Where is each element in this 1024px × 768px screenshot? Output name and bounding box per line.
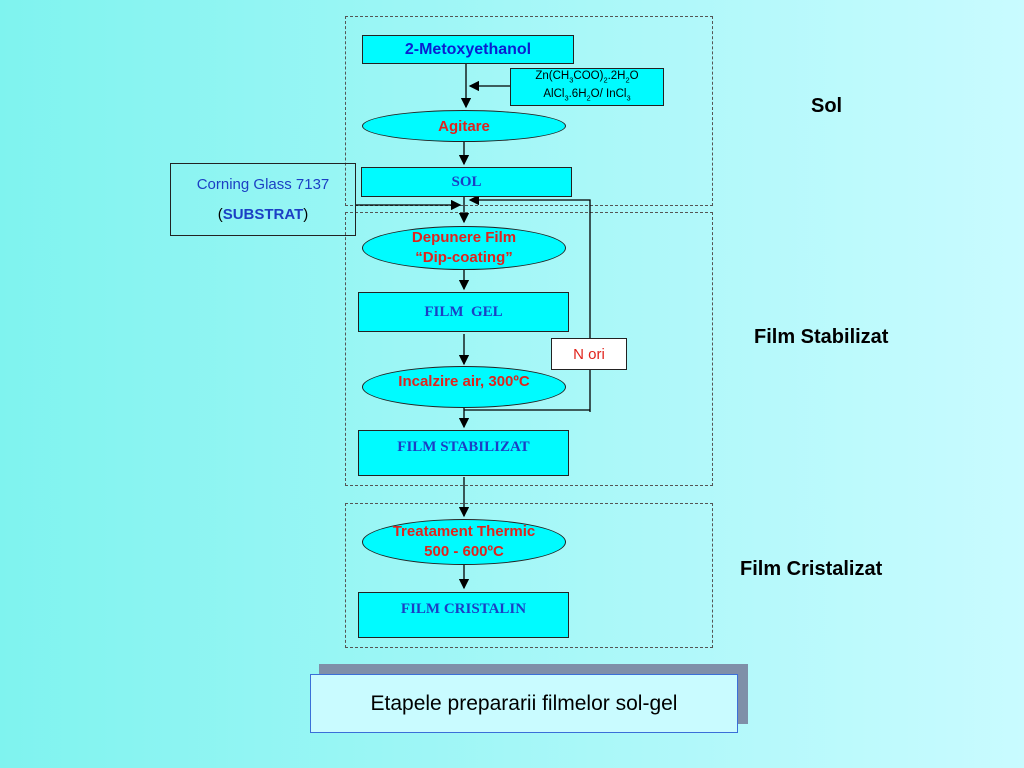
node-film-cristalin: FILM CRISTALIN: [358, 592, 569, 638]
node-film-gel-label: FILM GEL: [424, 303, 503, 320]
node-n-ori-label: N ori: [573, 345, 605, 363]
node-agitare: Agitare: [362, 110, 566, 142]
page-title: Etapele prepararii filmelor sol-gel: [370, 691, 678, 715]
stage-label-film-stabilizat: Film Stabilizat: [754, 326, 889, 348]
stage-label-sol: Sol: [811, 95, 843, 117]
node-n-ori: N ori: [551, 338, 627, 370]
stage-label-film-cristalizat: Film Cristalizat: [740, 558, 883, 580]
title-box: Etapele prepararii filmelor sol-gel: [310, 674, 738, 733]
node-film-stabilizat: FILM STABILIZAT: [358, 430, 569, 476]
node-incalzire-label: Incalzire air, 300ºC: [398, 372, 530, 390]
node-film-stabilizat-label: FILM STABILIZAT: [397, 438, 530, 455]
depunere-line-1: Depunere Film: [411, 229, 517, 246]
node-agitare-label: Agitare: [438, 117, 490, 135]
stage-frame-film-stabilizat: [345, 212, 713, 486]
node-precursor-salts: Zn(CH3COO)2.2H2O AlCl3.6H2O/ InCl3: [510, 68, 664, 106]
tratament-line-1: Treatament Thermic: [392, 523, 536, 540]
substrate-line-2: (SUBSTRAT): [217, 205, 309, 223]
substrate-line-1: Corning Glass 7137: [196, 175, 330, 193]
node-tratament-thermic: Treatament Thermic 500 - 600ºC: [362, 519, 566, 565]
node-metoxyethanol: 2-Metoxyethanol: [362, 35, 574, 64]
node-sol: SOL: [361, 167, 572, 197]
node-depunere-film: Depunere Film “Dip-coating”: [362, 226, 566, 270]
node-metoxyethanol-label: 2-Metoxyethanol: [404, 40, 532, 58]
node-incalzire: Incalzire air, 300ºC: [362, 366, 566, 408]
salts-line-1: Zn(CH3COO)2.2H2O: [535, 69, 639, 84]
stage-frame-sol: [345, 16, 713, 206]
tratament-line-2: 500 - 600ºC: [424, 543, 504, 560]
depunere-line-2: “Dip-coating”: [415, 249, 513, 266]
salts-line-2: AlCl3.6H2O/ InCl3: [543, 88, 631, 103]
node-film-gel: FILM GEL: [358, 292, 569, 332]
node-substrate: Corning Glass 7137 (SUBSTRAT): [170, 163, 356, 236]
stage-frame-film-cristalizat: [345, 503, 713, 648]
node-film-cristalin-label: FILM CRISTALIN: [400, 600, 527, 617]
substrate-bold: SUBSTRAT: [222, 205, 304, 223]
node-sol-label: SOL: [451, 173, 482, 190]
